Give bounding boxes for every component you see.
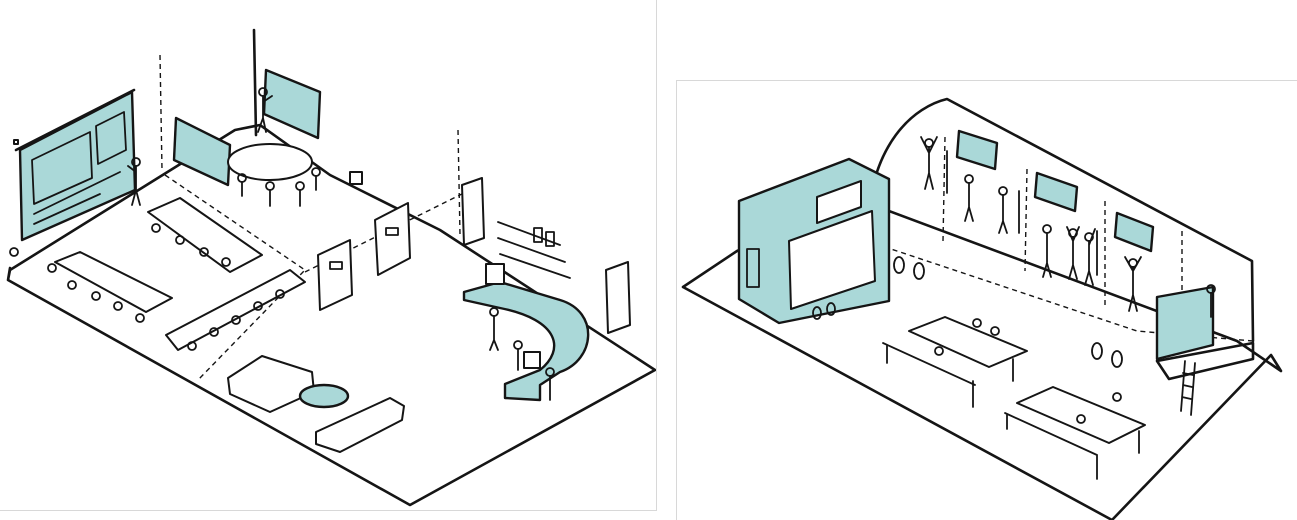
bar-booth: [737, 157, 891, 325]
screen-2: [1033, 171, 1079, 213]
bench-table-1: [882, 316, 1028, 408]
meeting-chairs: [237, 167, 321, 207]
projector-screen: [13, 88, 137, 242]
wall-dashed-right: [457, 129, 461, 236]
event-hall-drawing: [681, 97, 1283, 520]
coffee-table: [298, 383, 350, 409]
screen-1: [955, 129, 999, 171]
counter-figures: [489, 307, 555, 401]
stage-platform: [1155, 341, 1255, 381]
sofa-2: [315, 397, 405, 453]
mic-stands: [946, 150, 1098, 276]
screen-3: [1113, 211, 1155, 253]
tv-screen-1: [172, 116, 232, 187]
bench-table-2: [1004, 386, 1146, 480]
workspace-drawing: [6, 28, 656, 507]
zone-divider: [164, 174, 307, 381]
service-counter: [462, 280, 590, 402]
event-hall-illustration: [676, 80, 1297, 520]
long-table-3: [165, 269, 306, 351]
seated-figures: [934, 318, 1122, 424]
stage-edge: [866, 240, 1254, 342]
coffee-machine: [485, 263, 505, 285]
shelves: [497, 221, 571, 279]
tv-screen-2: [262, 68, 322, 140]
workspace-illustration: [0, 0, 657, 511]
long-table-2: [54, 251, 173, 313]
doors: [317, 177, 631, 334]
meeting-table: [227, 143, 313, 181]
presenter-figure: [127, 87, 273, 206]
stools: [812, 256, 1123, 368]
bin: [349, 171, 363, 185]
sofa-1: [227, 355, 315, 413]
stage-desk: [1155, 285, 1215, 361]
crowd-figures: [920, 136, 1216, 318]
table-chairs: [9, 223, 285, 351]
stage-ladder: [1180, 360, 1196, 416]
wall-dashed-left: [159, 54, 163, 171]
wall-corner: [252, 28, 258, 137]
register: [523, 351, 541, 369]
long-table-1: [147, 197, 263, 273]
